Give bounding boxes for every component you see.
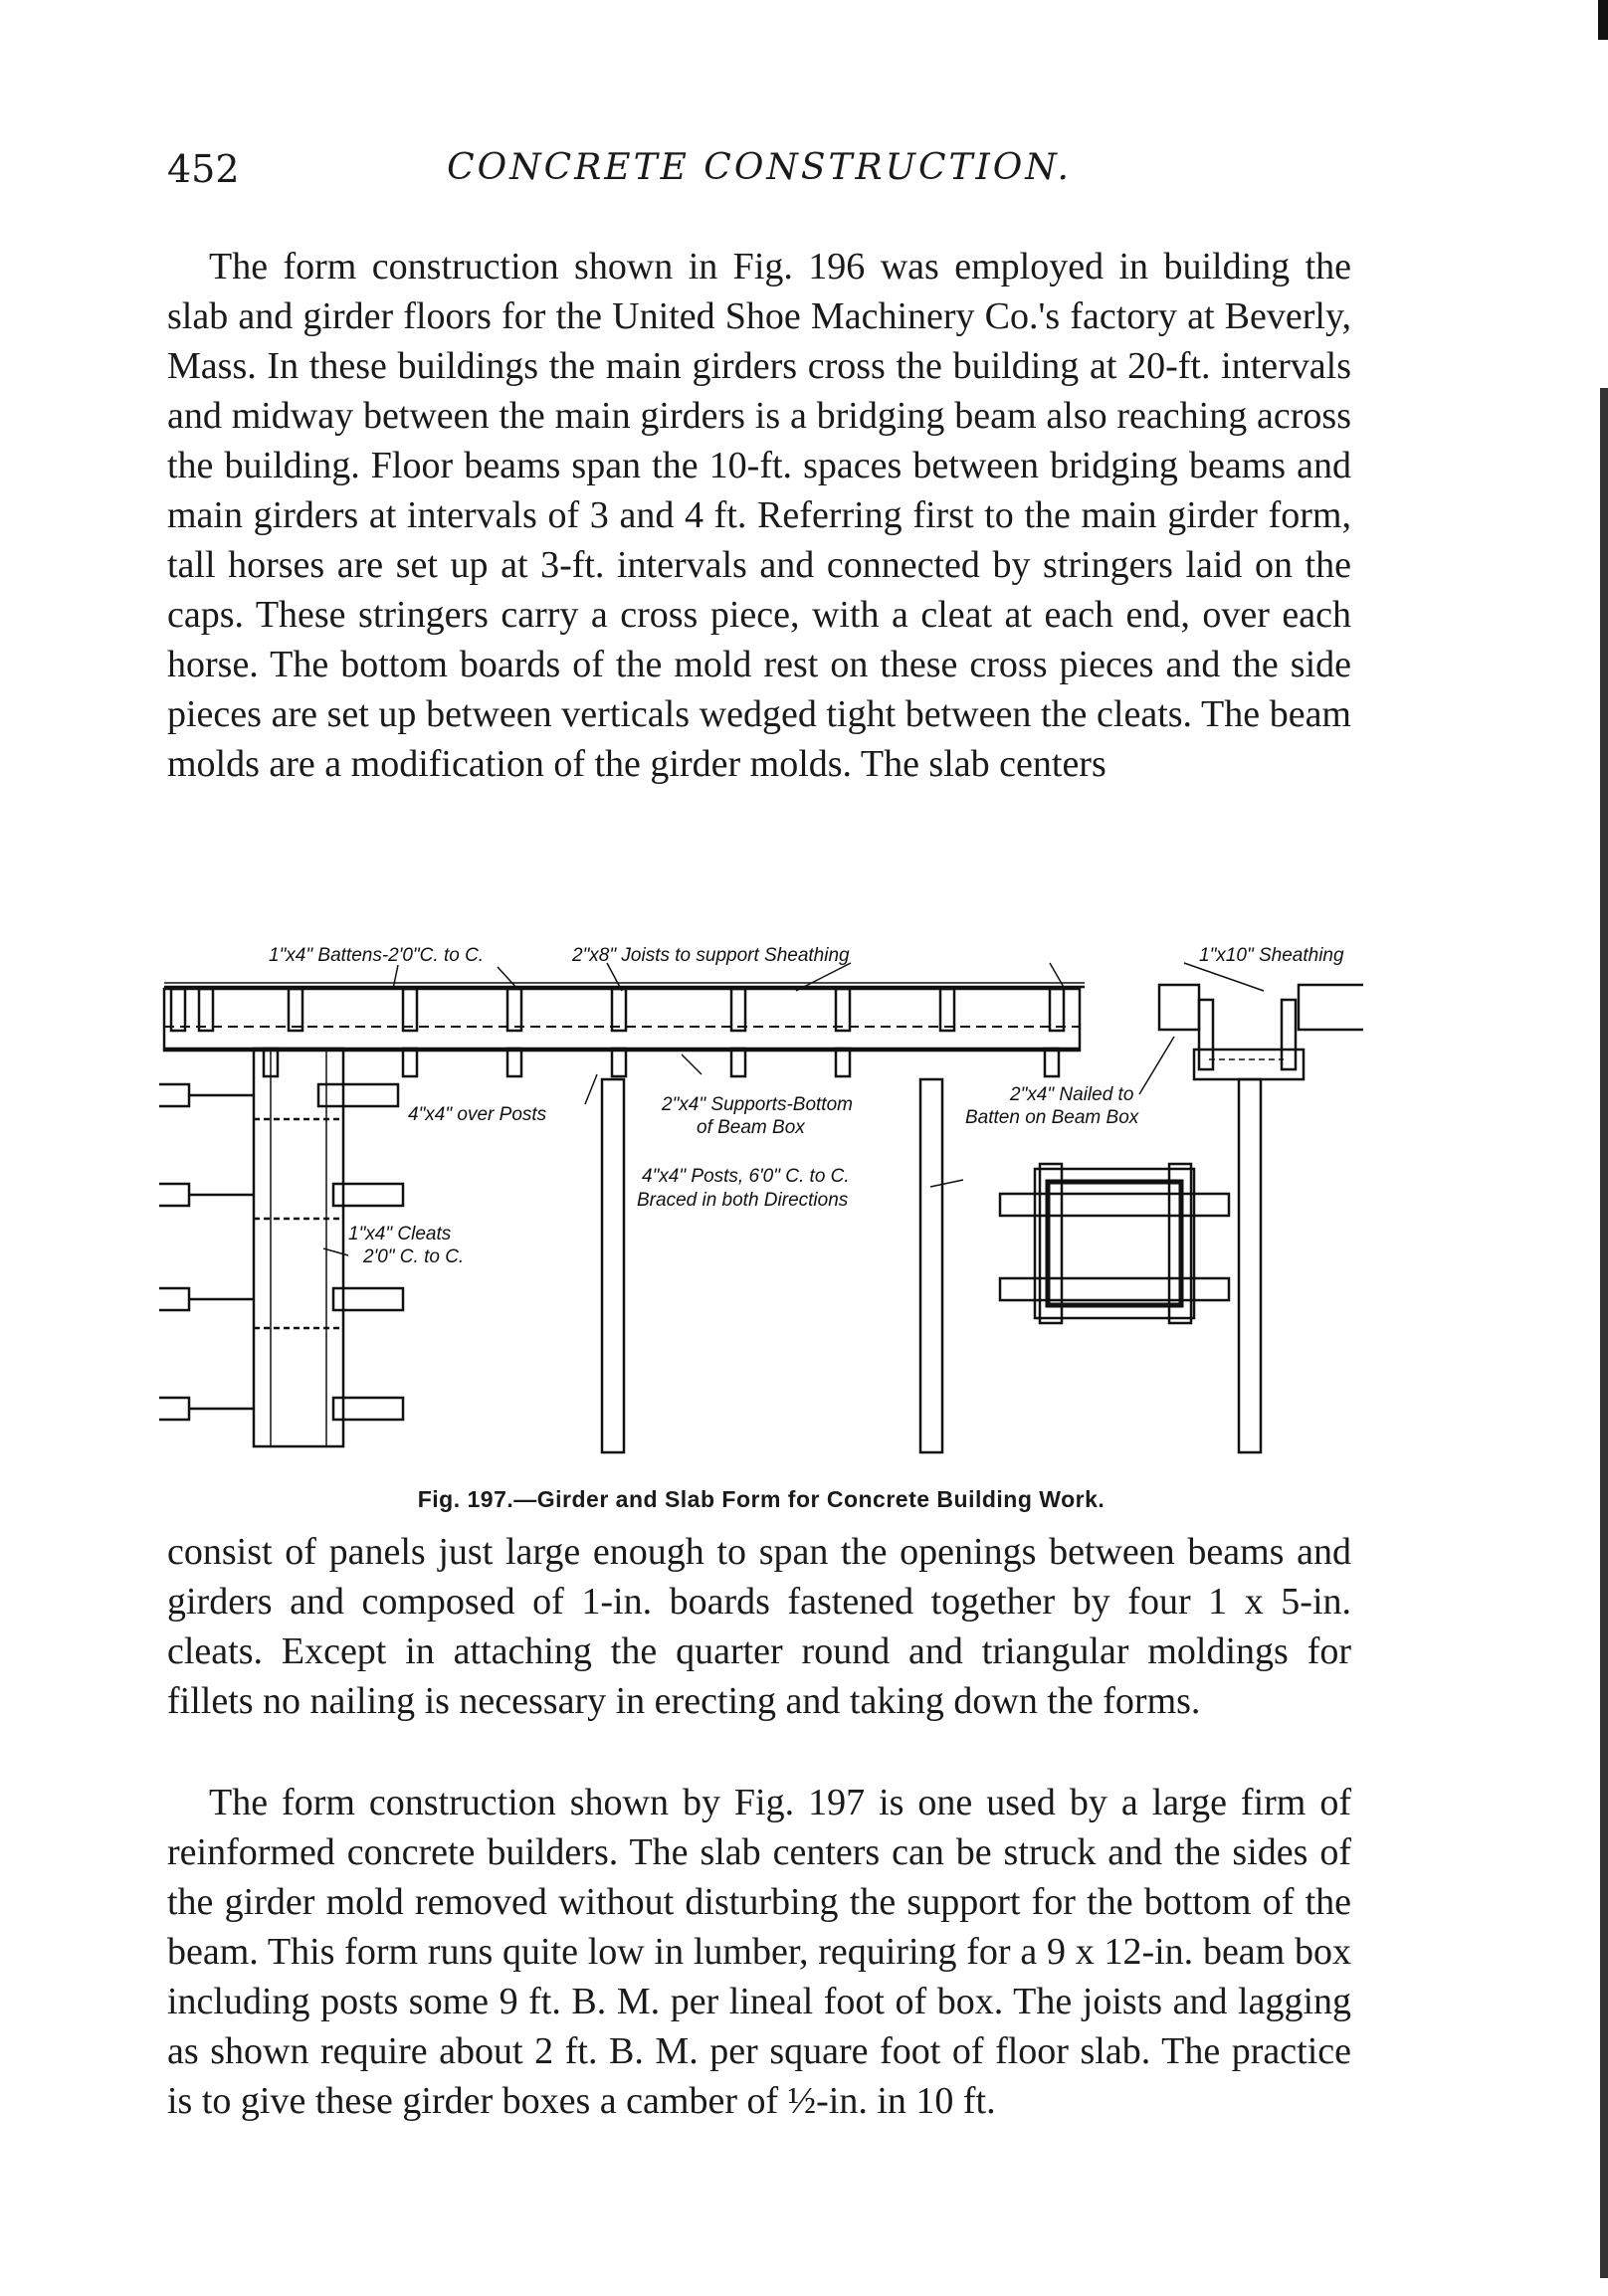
label-posts-2: Braced in both Directions <box>637 1190 849 1211</box>
label-nailed-2: Batten on Beam Box <box>965 1107 1139 1128</box>
scan-edge-shadow <box>1598 0 1608 40</box>
label-posts-1: 4"x4" Posts, 6'0" C. to C. <box>642 1166 850 1187</box>
body-paragraph: consist of panels just large enough to s… <box>167 1531 1351 1722</box>
beam-box-section <box>1157 983 1363 1081</box>
label-battens: 1"x4" Battens-2'0"C. to C. <box>269 945 485 966</box>
post <box>600 1077 626 1454</box>
figure-caption: Fig. 197.—Girder and Slab Form for Concr… <box>417 1486 1106 1512</box>
label-over-posts: 4"x4" over Posts <box>408 1104 547 1125</box>
body-paragraph: The form construction shown by Fig. 197 … <box>167 1782 1351 2122</box>
body-paragraph: The form construction shown in Fig. 196 … <box>167 246 1351 785</box>
scan-edge-shadow <box>1600 388 1608 2278</box>
batten-cleats <box>262 1047 1061 1078</box>
label-supports-1: 2"x4" Supports-Bottom <box>662 1094 853 1115</box>
label-cleats-1: 1"x4" Cleats <box>348 1224 452 1244</box>
label-nailed-1: 2"x4" Nailed to <box>1010 1084 1134 1105</box>
post <box>1237 1077 1263 1454</box>
joist-blocks <box>169 987 1066 1033</box>
page-header: 452 CONCRETE CONSTRUCTION. <box>167 147 1351 195</box>
post-cross-section <box>998 1162 1231 1325</box>
leader-lines <box>322 962 1265 1256</box>
label-sheathing: 1"x10" Sheathing <box>1199 945 1344 966</box>
girder-slab-form-drawing <box>159 962 1363 1454</box>
post <box>918 1077 944 1454</box>
label-supports-2: of Beam Box <box>697 1117 805 1138</box>
beam-box-column <box>252 1047 345 1448</box>
running-head: CONCRETE CONSTRUCTION. <box>447 147 1072 188</box>
figure-197: 1"x4" Battens-2'0"C. to C. 2"x8" Joists … <box>159 945 1363 1482</box>
label-cleats-2: 2'0" C. to C. <box>363 1246 465 1267</box>
page-number: 452 <box>167 147 240 191</box>
label-joists: 2"x8" Joists to support Sheathing <box>572 945 850 966</box>
